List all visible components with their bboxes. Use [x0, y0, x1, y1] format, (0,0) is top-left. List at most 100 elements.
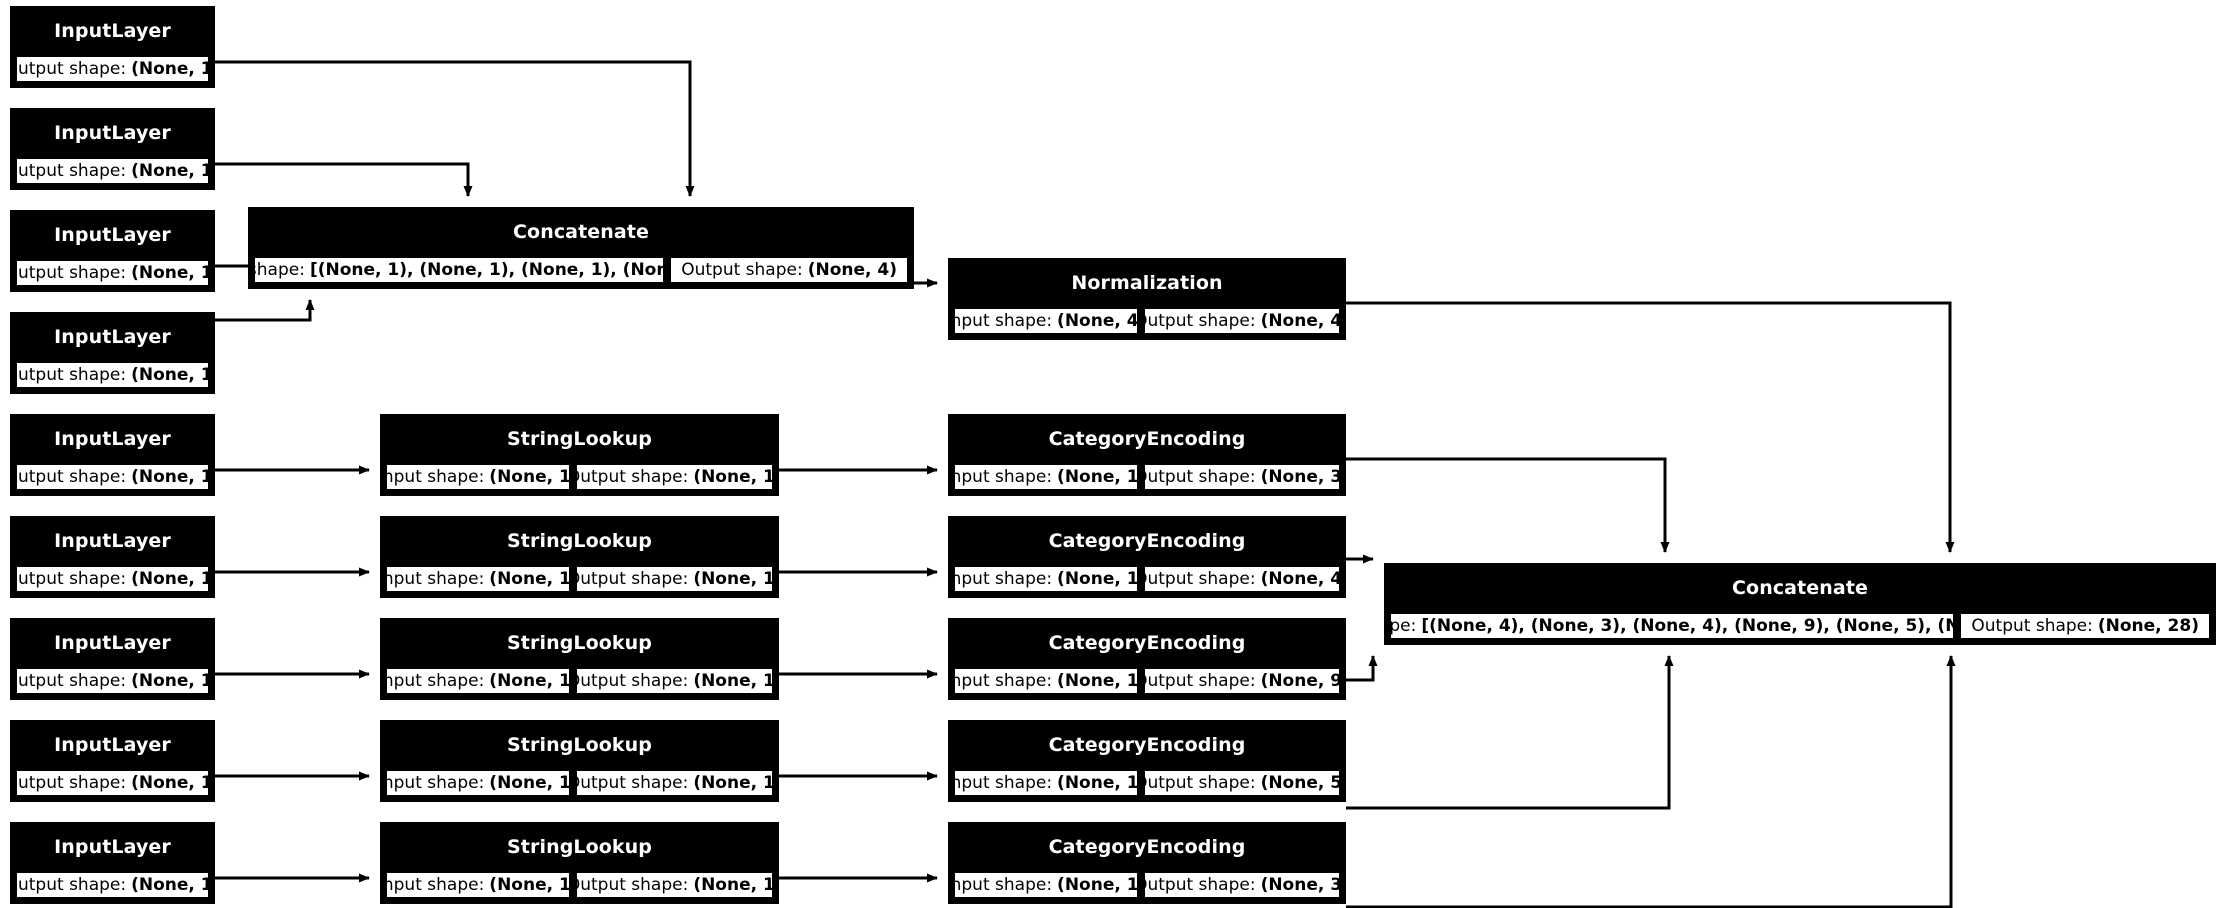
node-title: InputLayer — [13, 417, 212, 463]
input-shape-cell: Input shape:(None, 1) — [385, 565, 572, 593]
output-shape-cell-value: (None, 4) — [1260, 311, 1341, 331]
node-shape-row: Input shape:(None, 1)Output shape:(None,… — [951, 769, 1343, 799]
node-concat_all[interactable]: ConcatenateInput shape:[(None, 4), (None… — [1384, 563, 2216, 645]
output-shape-cell: Output shape:(None, 4) — [1142, 565, 1341, 593]
output-shape-cell-label: Output shape: — [1142, 773, 1256, 793]
node-shape-row: Output shape:(None, 1) — [13, 361, 212, 391]
input-shape-cell-value: (None, 1) — [1057, 773, 1139, 793]
output-shape-cell: Output shape:(None, 1) — [15, 55, 210, 83]
node-concat_numeric[interactable]: ConcatenateInput shape:[(None, 1), (None… — [248, 207, 914, 289]
output-shape-cell-value: (None, 28) — [2097, 616, 2199, 636]
edge-input_2-to-concat_numeric — [215, 162, 473, 197]
input-shape-cell-value: (None, 1) — [489, 569, 572, 589]
input-shape-cell-label: Input shape: — [953, 467, 1053, 487]
input-shape-cell: Input shape:(None, 1) — [385, 463, 572, 491]
output-shape-cell: Output shape:(None, 9) — [1142, 667, 1341, 695]
output-shape-cell: Output shape:(None, 1) — [575, 769, 774, 797]
output-shape-cell-label: Output shape: — [15, 161, 127, 181]
node-title: InputLayer — [13, 825, 212, 871]
edge-encoding_3-to-concat_all — [1346, 655, 1378, 682]
node-title: InputLayer — [13, 519, 212, 565]
node-title: CategoryEncoding — [951, 417, 1343, 463]
output-shape-cell: Output shape:(None, 4) — [669, 256, 909, 284]
output-shape-cell-label: Output shape: — [575, 773, 689, 793]
input-shape-cell: Input shape:(None, 1) — [385, 769, 572, 797]
node-title: StringLookup — [383, 519, 776, 565]
output-shape-cell: Output shape:(None, 1) — [15, 667, 210, 695]
node-shape-row: Output shape:(None, 1) — [13, 871, 212, 901]
input-shape-cell-label: Input shape: — [1389, 616, 1417, 636]
output-shape-cell-value: (None, 1) — [131, 59, 208, 79]
output-shape-cell-label: Output shape: — [15, 467, 127, 487]
node-title: CategoryEncoding — [951, 723, 1343, 769]
input-shape-cell: Input shape:(None, 1) — [953, 463, 1139, 491]
edge-encoding_5-to-concat_all — [1346, 655, 1956, 908]
output-shape-cell-value: (None, 1) — [693, 569, 774, 589]
output-shape-cell-value: (None, 1) — [131, 569, 208, 589]
input-shape-cell-value: (None, 1) — [489, 671, 572, 691]
node-shape-row: Output shape:(None, 1) — [13, 667, 212, 697]
input-shape-cell: Input shape:(None, 1) — [953, 871, 1139, 899]
output-shape-cell-value: (None, 1) — [131, 773, 208, 793]
input-shape-cell-label: Input shape: — [953, 773, 1053, 793]
node-title: CategoryEncoding — [951, 621, 1343, 667]
output-shape-cell-value: (None, 3) — [1260, 875, 1341, 895]
node-shape-row: Input shape:(None, 1)Output shape:(None,… — [383, 463, 776, 493]
input-shape-cell-label: Input shape: — [385, 569, 485, 589]
input-shape-cell-label: Input shape: — [385, 467, 485, 487]
node-title: Concatenate — [1387, 566, 2213, 612]
input-shape-cell: Input shape:[(None, 4), (None, 3), (None… — [1389, 612, 1956, 640]
output-shape-cell: Output shape:(None, 1) — [15, 565, 210, 593]
output-shape-cell-value: (None, 1) — [693, 773, 774, 793]
node-title: InputLayer — [13, 213, 212, 259]
node-title: StringLookup — [383, 723, 776, 769]
output-shape-cell: Output shape:(None, 4) — [1142, 307, 1341, 335]
output-shape-cell-value: (None, 1) — [693, 467, 774, 487]
node-title: StringLookup — [383, 417, 776, 463]
output-shape-cell-value: (None, 1) — [131, 467, 208, 487]
input-shape-cell: Input shape:[(None, 1), (None, 1), (None… — [253, 256, 666, 284]
output-shape-cell-label: Output shape: — [575, 569, 689, 589]
output-shape-cell-label: Output shape: — [15, 569, 127, 589]
input-shape-cell-value: (None, 1) — [1057, 671, 1139, 691]
node-title: InputLayer — [13, 315, 212, 361]
input-shape-cell-label: Input shape: — [253, 260, 305, 280]
edge-encoding_4-to-concat_all — [1346, 655, 1674, 810]
node-shape-row: Input shape:(None, 1)Output shape:(None,… — [383, 565, 776, 595]
node-shape-row: Input shape:(None, 1)Output shape:(None,… — [951, 667, 1343, 697]
node-shape-row: Output shape:(None, 1) — [13, 565, 212, 595]
edge-normalization-to-concat_all — [1346, 301, 1955, 553]
input-shape-cell-value: (None, 1) — [1057, 875, 1139, 895]
node-shape-row: Input shape:(None, 4)Output shape:(None,… — [951, 307, 1343, 337]
output-shape-cell: Output shape:(None, 1) — [15, 463, 210, 491]
output-shape-cell-value: (None, 9) — [1260, 671, 1341, 691]
input-shape-cell: Input shape:(None, 1) — [385, 871, 572, 899]
input-shape-cell-label: Input shape: — [385, 671, 485, 691]
input-shape-cell: Input shape:(None, 1) — [953, 565, 1139, 593]
input-shape-cell-value: (None, 4) — [1057, 311, 1139, 331]
input-shape-cell: Input shape:(None, 1) — [953, 667, 1139, 695]
output-shape-cell-label: Output shape: — [1142, 671, 1256, 691]
output-shape-cell-value: (None, 1) — [693, 875, 774, 895]
